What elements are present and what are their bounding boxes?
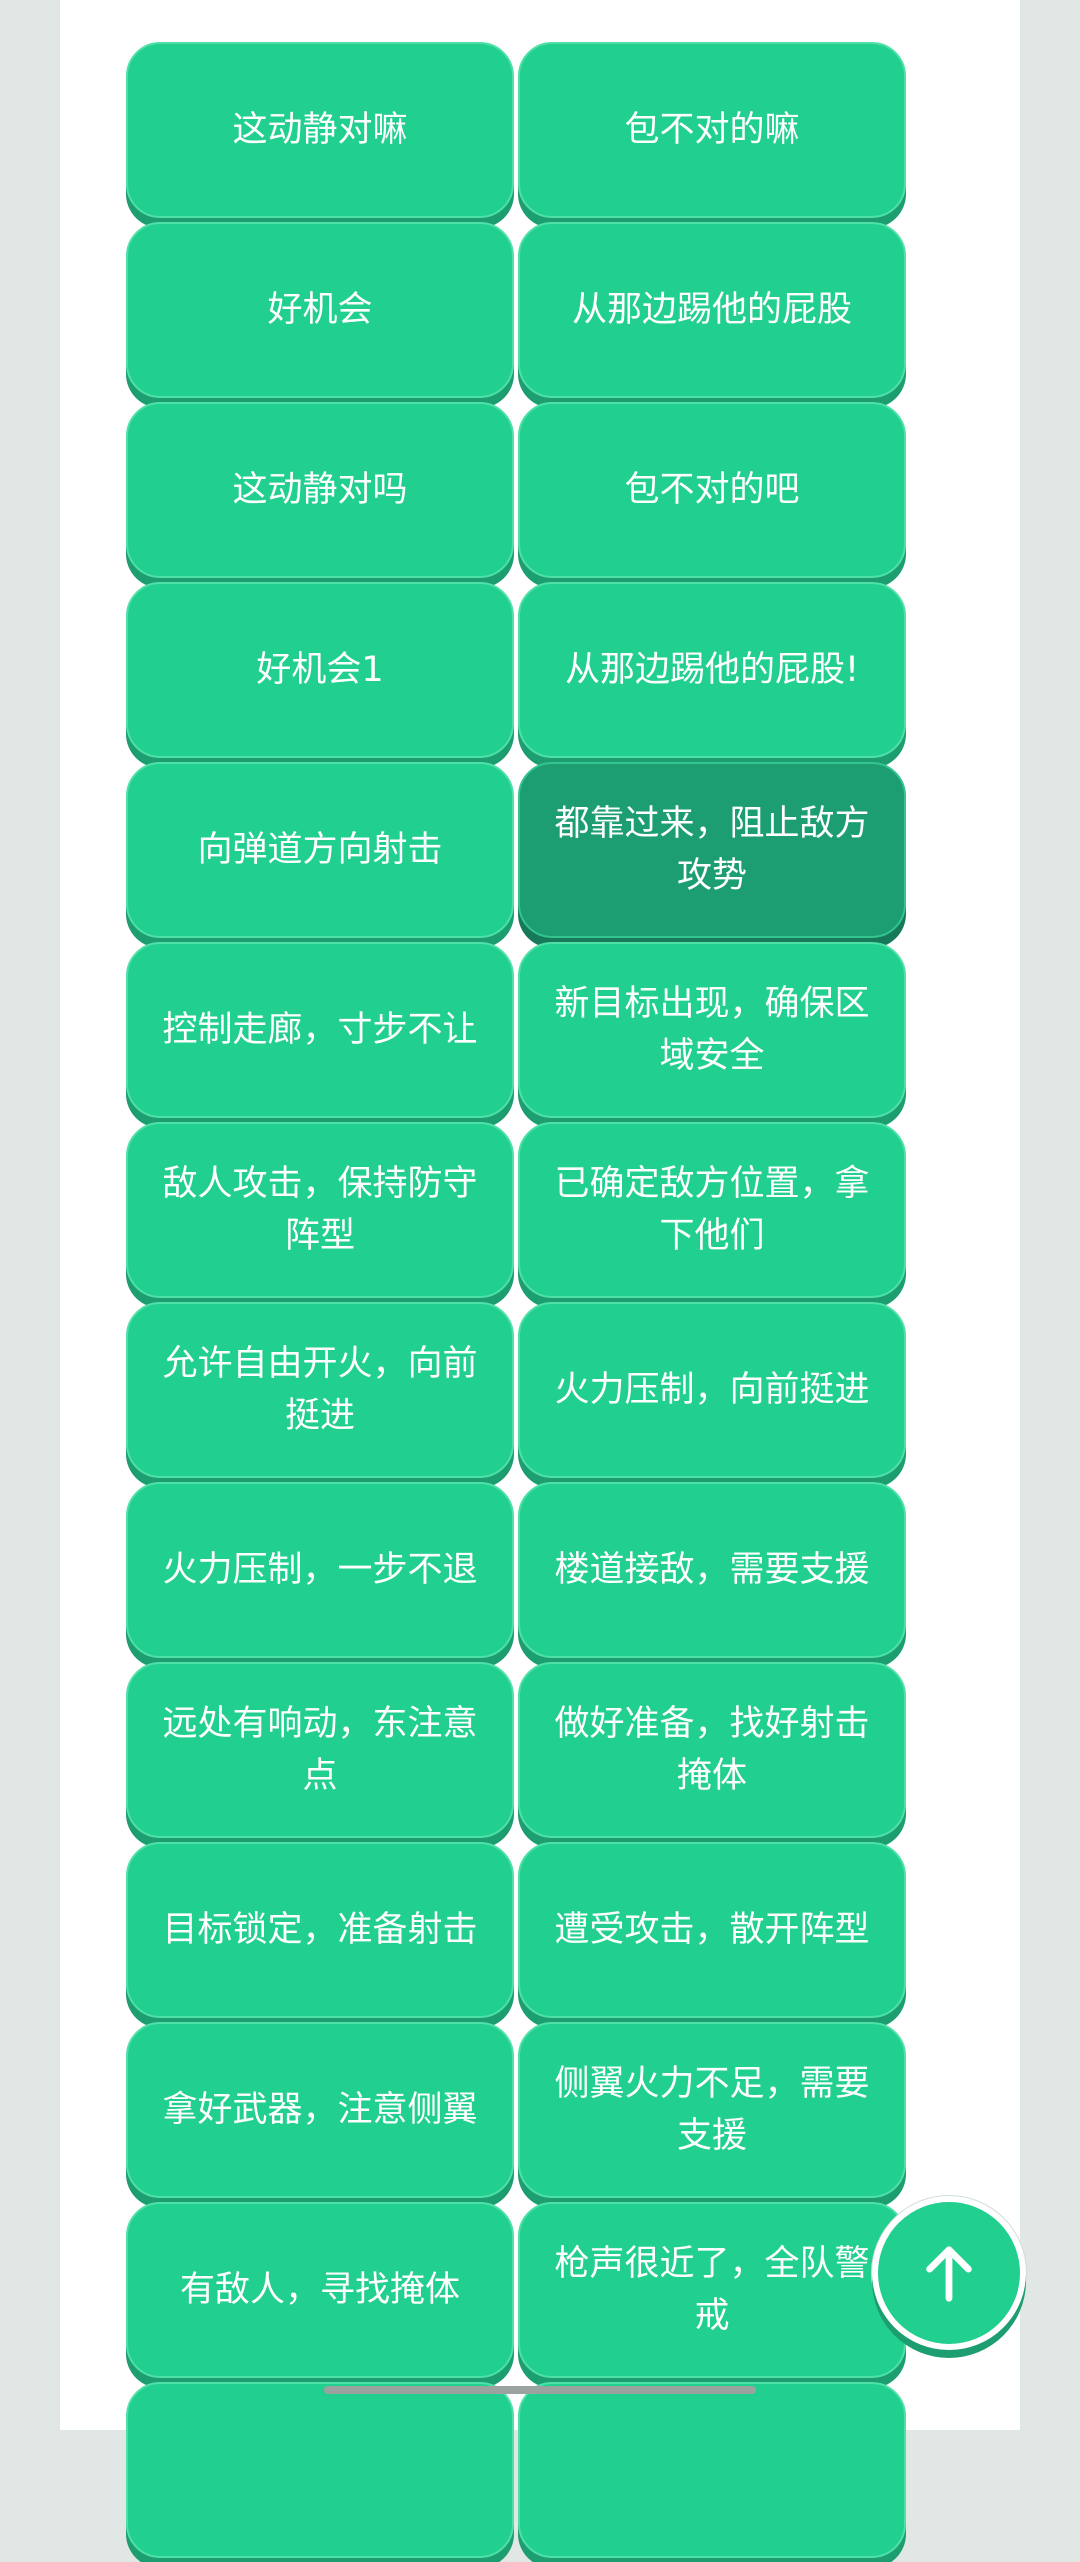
phrase-button[interactable]: 已确定敌方位置，拿下他们 [518,1122,906,1298]
phrase-button[interactable]: 远处有响动，东注意点 [126,1662,514,1838]
phrase-label: 火力压制，向前挺进 [554,1370,870,1410]
phrase-button[interactable]: 敌人攻击，保持防守阵型 [126,1122,514,1298]
phrase-label: 控制走廊，寸步不让 [162,1010,478,1050]
phrase-button[interactable]: 火力压制，一步不退 [126,1482,514,1658]
phrase-button[interactable] [518,2382,906,2558]
phrase-label: 这动静对吗 [232,470,408,510]
phrase-label: 楼道接敌，需要支援 [554,1550,870,1590]
phrase-button[interactable]: 都靠过来，阻止敌方攻势 [518,762,906,938]
phrase-button[interactable]: 有敌人，寻找掩体 [126,2202,514,2378]
phrase-label: 从那边踢他的屁股! [564,650,860,690]
phrase-label: 目标锁定，准备射击 [162,1910,478,1950]
phrase-label: 远处有响动，东注意点 [162,1704,478,1796]
arrow-up-icon [926,2246,972,2302]
phrase-button[interactable]: 从那边踢他的屁股! [518,582,906,758]
phrase-label: 火力压制，一步不退 [162,1550,478,1590]
phrase-label: 已确定敌方位置，拿下他们 [554,1164,870,1256]
phrase-button[interactable]: 楼道接敌，需要支援 [518,1482,906,1658]
phrase-button[interactable]: 好机会 [126,222,514,398]
phrase-button[interactable]: 新目标出现，确保区域安全 [518,942,906,1118]
home-indicator [324,2386,756,2394]
phrase-label: 包不对的吧 [624,470,800,510]
phrase-button[interactable]: 火力压制，向前挺进 [518,1302,906,1478]
phrase-button[interactable]: 这动静对嘛 [126,42,514,218]
phrase-button[interactable] [126,2382,514,2558]
phrase-label: 侧翼火力不足，需要支援 [554,2064,870,2156]
phrase-label: 包不对的嘛 [624,110,800,150]
phrase-button[interactable]: 允许自由开火，向前挺进 [126,1302,514,1478]
phrase-button[interactable]: 侧翼火力不足，需要支援 [518,2022,906,2198]
phrase-label: 遭受攻击，散开阵型 [554,1910,870,1950]
phrase-label: 好机会1 [256,650,384,690]
phrase-label: 拿好武器，注意侧翼 [162,2090,478,2130]
phrase-label: 敌人攻击，保持防守阵型 [162,1164,478,1256]
phrase-button[interactable]: 从那边踢他的屁股 [518,222,906,398]
phrase-button[interactable]: 遭受攻击，散开阵型 [518,1842,906,2018]
phrase-label: 这动静对嘛 [232,110,408,150]
phrase-button[interactable]: 做好准备，找好射击掩体 [518,1662,906,1838]
phrase-label: 好机会 [267,290,373,330]
phrase-label: 从那边踢他的屁股 [571,290,852,330]
scroll-to-top-button[interactable] [872,2196,1026,2350]
phrase-button[interactable]: 包不对的嘛 [518,42,906,218]
phrase-button[interactable]: 控制走廊，寸步不让 [126,942,514,1118]
phrase-button[interactable]: 向弹道方向射击 [126,762,514,938]
phrase-button[interactable]: 目标锁定，准备射击 [126,1842,514,2018]
phrase-label: 新目标出现，确保区域安全 [554,984,870,1076]
phrase-grid: 这动静对嘛 包不对的嘛 好机会 从那边踢他的屁股 这动静对吗 包不对的吧 好机会… [126,42,906,2562]
phrase-button[interactable]: 包不对的吧 [518,402,906,578]
phrase-button[interactable]: 枪声很近了，全队警戒 [518,2202,906,2378]
phrase-label: 都靠过来，阻止敌方攻势 [554,804,870,896]
phrase-label: 做好准备，找好射击掩体 [554,1704,870,1796]
phrase-button[interactable]: 这动静对吗 [126,402,514,578]
phrase-label: 枪声很近了，全队警戒 [554,2244,870,2336]
phrase-button[interactable]: 好机会1 [126,582,514,758]
phrase-label: 有敌人，寻找掩体 [179,2270,460,2310]
phrase-label: 向弹道方向射击 [197,830,443,870]
phrase-label: 允许自由开火，向前挺进 [162,1344,478,1436]
phrase-button[interactable]: 拿好武器，注意侧翼 [126,2022,514,2198]
